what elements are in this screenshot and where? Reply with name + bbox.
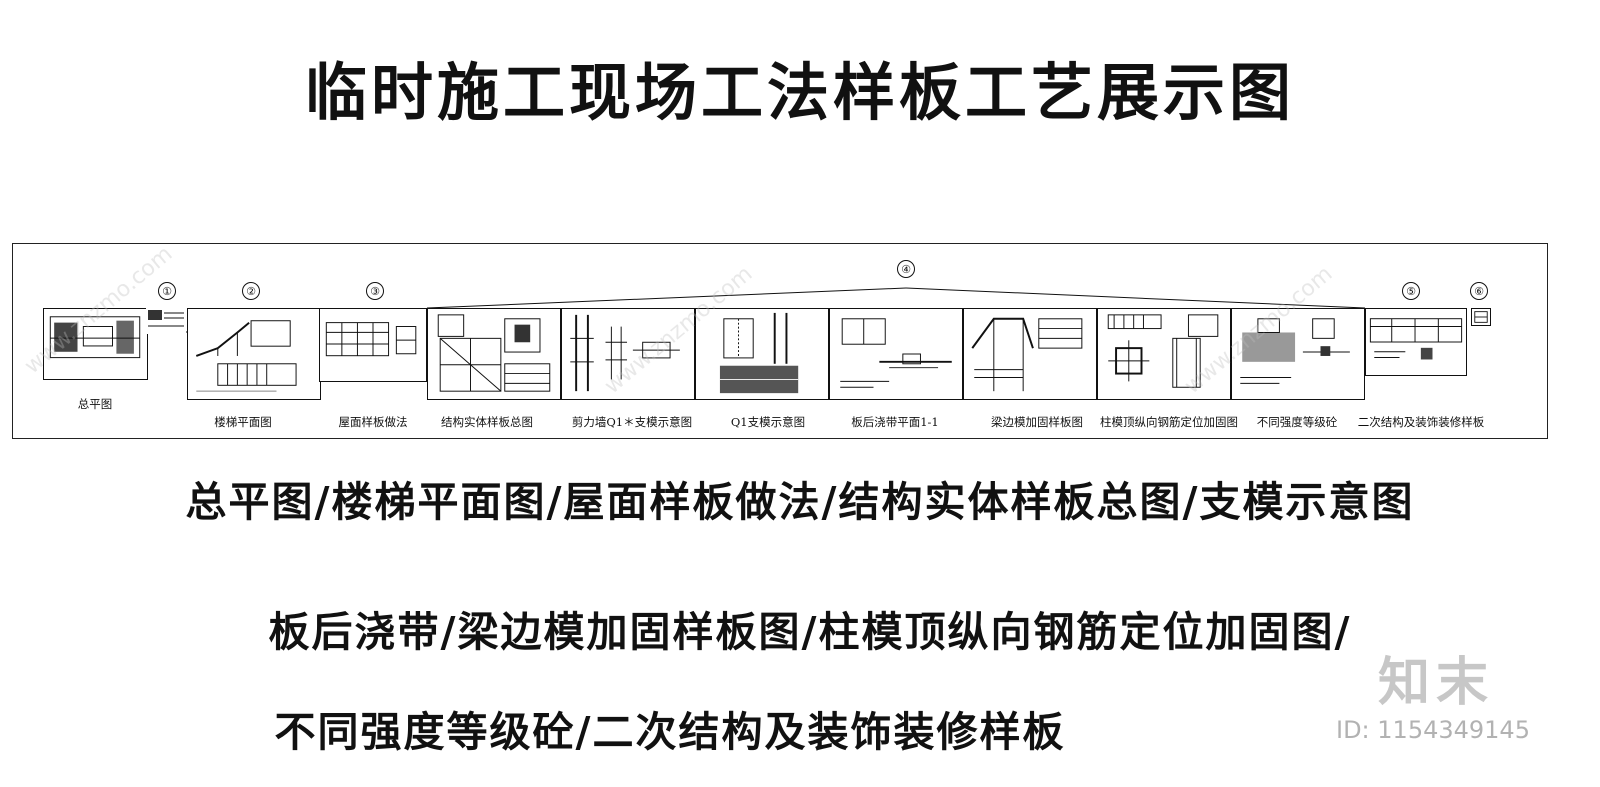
caption-post-cast-strip: 板后浇带平面1-1 <box>851 415 939 429</box>
thumbnail-legend <box>146 308 186 334</box>
group-number-6: ⑥ <box>1470 282 1488 300</box>
group-number-1: ① <box>158 282 176 300</box>
group-number-4: ④ <box>897 260 915 278</box>
description-line-1: 总平图/楼梯平面图/屋面样板做法/结构实体样板总图/支模示意图 <box>185 478 1415 526</box>
description-line-2: 板后浇带/梁边模加固样板图/柱模顶纵向钢筋定位加固图/ <box>268 608 1352 656</box>
thumbnail-site-plan <box>43 308 148 380</box>
thumbnail-structure-sample <box>427 308 561 400</box>
thumbnail-stair-plan <box>187 308 321 400</box>
thumbnail-post-cast-strip <box>829 308 963 400</box>
group-number-2: ② <box>242 282 260 300</box>
group-number-5: ⑤ <box>1402 282 1420 300</box>
thumbnail-roof-sample <box>319 308 427 382</box>
caption-concrete-grade: 不同强度等级砼 <box>1256 415 1338 429</box>
caption-roof-sample: 屋面样板做法 <box>338 415 408 429</box>
caption-structure-sample: 结构实体样板总图 <box>441 415 533 429</box>
caption-q1-formwork: Q1支模示意图 <box>730 415 806 429</box>
caption-stair-plan: 楼梯平面图 <box>214 415 272 429</box>
group-number-3: ③ <box>366 282 384 300</box>
thumbnail-q1-formwork <box>695 308 829 400</box>
caption-beam-formwork: 梁边模加固样板图 <box>991 415 1083 429</box>
description-line-3: 不同强度等级砼/二次结构及装饰装修样板 <box>274 708 1066 756</box>
watermark-logo: 知末 <box>1378 653 1495 713</box>
page-title: 临时施工现场工法样板工艺展示图 <box>304 56 1295 129</box>
thumbnail-column-rebar <box>1097 308 1231 400</box>
thumbnail-shear-wall-formwork <box>561 308 695 400</box>
caption-secondary-structure: 二次结构及装饰装修样板 <box>1357 415 1485 429</box>
caption-column-rebar: 柱模顶纵向钢筋定位加固图 <box>1100 415 1238 429</box>
caption-shear-wall-formwork: 剪力墙Q1＊支模示意图 <box>571 415 693 429</box>
thumbnail-detail-6 <box>1471 308 1491 326</box>
thumbnail-concrete-grade <box>1231 308 1365 400</box>
thumbnail-beam-formwork <box>963 308 1097 400</box>
drawing-sheet: ① ② ③ ④ ⑤ ⑥ 总平图 楼梯平面图 <box>12 243 1548 439</box>
caption-site-plan: 总平图 <box>77 397 113 411</box>
watermark-id: ID: 1154349145 <box>1336 716 1530 744</box>
thumbnail-secondary-structure <box>1365 308 1467 376</box>
